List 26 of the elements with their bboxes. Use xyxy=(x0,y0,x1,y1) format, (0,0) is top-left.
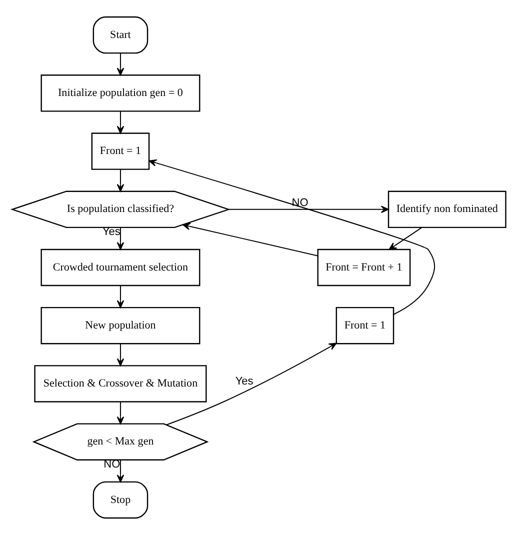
arrow xyxy=(116,459,124,482)
edge-label: Yes xyxy=(235,374,254,387)
arrow xyxy=(116,342,124,366)
arrow xyxy=(116,400,124,424)
arrow xyxy=(116,226,124,250)
arrow xyxy=(228,205,389,213)
arrow xyxy=(148,158,436,314)
arrow xyxy=(116,284,124,308)
node-box: Front = Front + 1 xyxy=(317,248,411,286)
node-box: Selection & Crossover & Mutation xyxy=(34,364,207,402)
arrow xyxy=(116,110,124,134)
arrow xyxy=(116,52,124,76)
edge-label: NO xyxy=(292,196,308,209)
arrow xyxy=(182,222,318,256)
node-box: Start xyxy=(92,16,148,54)
arrow xyxy=(116,168,124,192)
node-box: Initialize population gen = 0 xyxy=(40,74,200,112)
node-box: Front = 1 xyxy=(336,306,394,344)
arrow xyxy=(166,342,337,425)
node-box: Stop xyxy=(92,480,148,518)
node-box: Crowded tournament selection xyxy=(40,248,200,286)
node-box: Identify non fominated xyxy=(388,190,506,228)
arrow xyxy=(388,226,422,250)
edge-label: Yes xyxy=(102,225,120,238)
node-box: New population xyxy=(40,306,200,344)
node-box: Front = 1 xyxy=(91,132,150,170)
